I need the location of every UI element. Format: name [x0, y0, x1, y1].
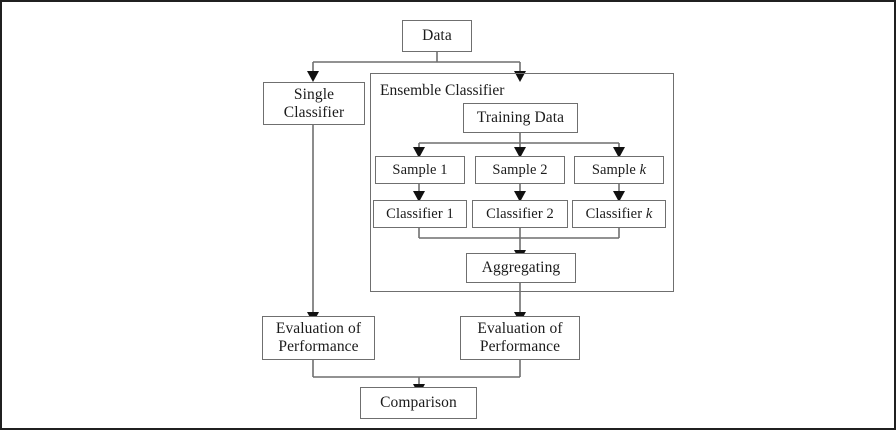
- node-comparison-label: Comparison: [380, 394, 457, 412]
- node-training-data-label: Training Data: [476, 109, 565, 127]
- node-classifier-k: Classifier k: [572, 200, 666, 228]
- node-classifier-2: Classifier 2: [472, 200, 568, 228]
- node-classifier-1-label: Classifier 1: [386, 205, 454, 222]
- arrowhead-classifier-2: [514, 191, 526, 202]
- node-sample-2-label: Sample 2: [492, 161, 548, 178]
- arrowhead-classifier-k: [613, 191, 625, 202]
- node-classifier-2-label: Classifier 2: [486, 205, 554, 222]
- arrowhead-classifier-1: [413, 191, 425, 202]
- node-comparison: Comparison: [360, 387, 477, 419]
- node-sample-k-prefix: Sample: [591, 161, 640, 178]
- node-sample-k-label: Sample k: [592, 162, 646, 179]
- arrowhead-sample-1: [413, 147, 425, 158]
- node-sample-k-symbol: k: [639, 161, 647, 178]
- node-single-classifier-label: Single Classifier: [284, 86, 344, 122]
- node-classifier-k-symbol: k: [645, 205, 653, 222]
- node-data-label: Data: [422, 27, 452, 45]
- arrowhead-single-classifier: [307, 71, 319, 82]
- node-evaluation-left-label: Evaluation of Performance: [276, 320, 361, 356]
- node-evaluation-right-line1: Evaluation of: [477, 320, 563, 338]
- node-training-data: Training Data: [463, 103, 578, 133]
- node-sample-k: Sample k: [574, 156, 664, 184]
- node-sample-1: Sample 1: [375, 156, 465, 184]
- node-single-classifier: Single Classifier: [263, 82, 365, 125]
- node-aggregating-label: Aggregating: [481, 259, 561, 277]
- node-sample-1-label: Sample 1: [392, 161, 448, 178]
- node-single-classifier-line2: Classifier: [283, 103, 345, 121]
- node-evaluation-left-line1: Evaluation of: [275, 320, 362, 338]
- node-classifier-k-label: Classifier k: [586, 206, 653, 223]
- node-classifier-k-prefix: Classifier: [585, 205, 646, 222]
- ensemble-classifier-container: [370, 73, 674, 292]
- node-evaluation-right: Evaluation of Performance: [460, 316, 580, 360]
- node-data: Data: [402, 20, 472, 52]
- node-evaluation-left: Evaluation of Performance: [262, 316, 375, 360]
- node-evaluation-right-label: Evaluation of Performance: [477, 320, 562, 356]
- arrowhead-sample-k: [613, 147, 625, 158]
- ensemble-classifier-title: Ensemble Classifier: [380, 82, 505, 99]
- node-aggregating: Aggregating: [466, 253, 576, 283]
- node-evaluation-right-line2: Performance: [479, 338, 561, 355]
- node-sample-2: Sample 2: [475, 156, 565, 184]
- arrowhead-sample-2: [514, 147, 526, 158]
- node-classifier-1: Classifier 1: [373, 200, 467, 228]
- node-evaluation-left-line2: Performance: [278, 338, 359, 355]
- node-single-classifier-line1: Single: [293, 85, 335, 103]
